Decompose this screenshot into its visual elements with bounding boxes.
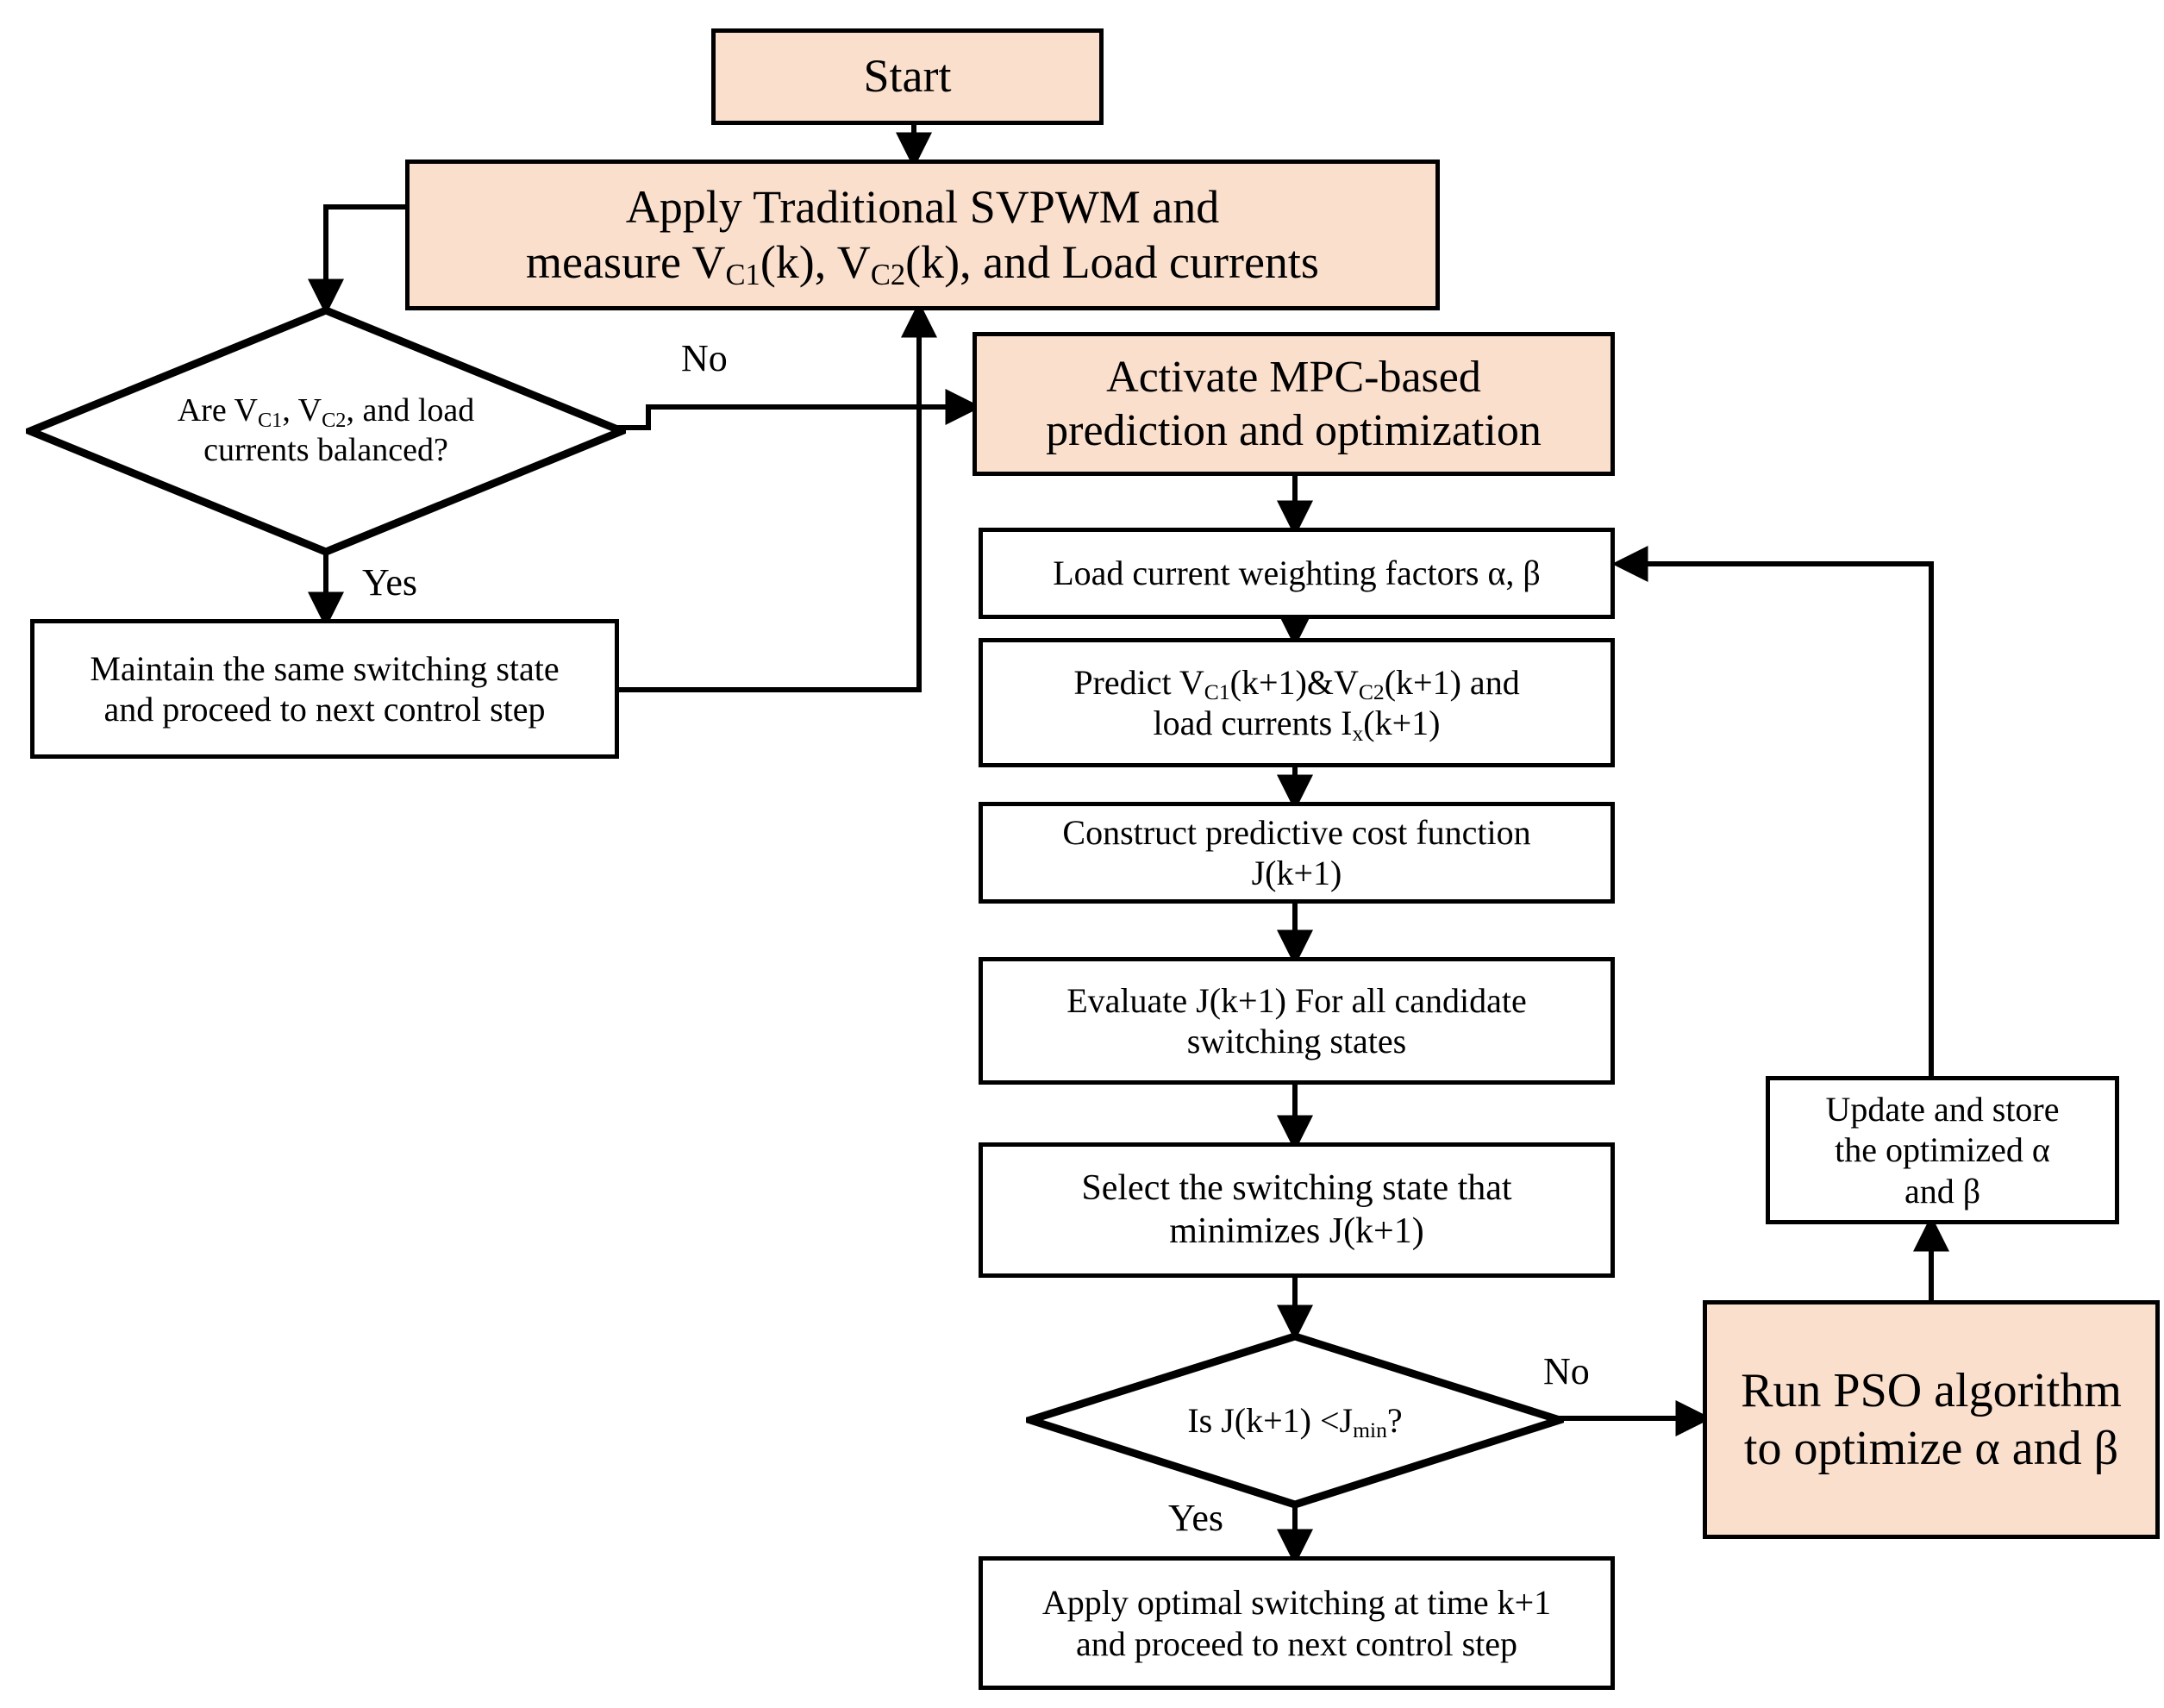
edge-label-balanced-yes: Yes (362, 561, 418, 604)
node-run-pso[interactable]: Run PSO algorithm to optimize α and β (1703, 1300, 2160, 1539)
node-update-store[interactable]: Update and store the optimized α and β (1766, 1076, 2119, 1224)
node-predict[interactable]: Predict VC1(k+1)&VC2(k+1) and load curre… (979, 638, 1615, 767)
node-predict-line1: Predict VC1(k+1)&VC2(k+1) and (1073, 662, 1520, 705)
node-construct-cost-line2: J(k+1) (1251, 854, 1342, 892)
edge-maintain-to-riser (617, 407, 922, 692)
node-evaluate-cost[interactable]: Evaluate J(k+1) For all candidate switch… (979, 957, 1615, 1085)
node-apply-optimal[interactable]: Apply optimal switching at time k+1 and … (979, 1556, 1615, 1690)
node-apply-optimal-line2: and proceed to next control step (1075, 1624, 1518, 1663)
edge-label-cost-yes: Yes (1168, 1497, 1224, 1539)
node-activate-mpc[interactable]: Activate MPC-based prediction and optimi… (973, 332, 1615, 476)
edge-update-to-weighting (1611, 546, 1934, 1085)
node-construct-cost-line1: Construct predictive cost function (1062, 812, 1531, 852)
node-cost-check-label: Is J(k+1) <Jmin? (1026, 1332, 1564, 1509)
diamond-shape-costcheck (1026, 1332, 1564, 1509)
node-predict-label: Predict VC1(k+1)&VC2(k+1) and load curre… (983, 662, 1610, 746)
node-evaluate-cost-label: Evaluate J(k+1) For all candidate switch… (983, 980, 1610, 1061)
node-update-store-label: Update and store the optimized α and β (1770, 1089, 2115, 1211)
node-activate-mpc-line1: Activate MPC-based (1106, 353, 1481, 403)
node-balanced-check-label: Are VC1, VC2, and load currents balanced… (26, 306, 626, 556)
node-run-pso-line2: to optimize α and β (1743, 1421, 2119, 1475)
node-predict-line2: load currents Ix(k+1) (1153, 704, 1441, 746)
node-select-state-label: Select the switching state that minimize… (983, 1167, 1610, 1253)
node-select-state-line2: minimizes J(k+1) (1169, 1211, 1424, 1251)
node-balanced-check[interactable]: Are VC1, VC2, and load currents balanced… (26, 306, 626, 556)
node-activate-mpc-line2: prediction and optimization (1046, 405, 1542, 455)
edge-label-balanced-no: No (681, 337, 728, 379)
node-apply-optimal-label: Apply optimal switching at time k+1 and … (983, 1582, 1610, 1663)
node-start-label: Start (863, 50, 952, 103)
node-start[interactable]: Start (711, 28, 1104, 125)
node-apply-svpwm-label: Apply Traditional SVPWM and measure VC1(… (410, 180, 1435, 292)
node-select-state-line1: Select the switching state that (1081, 1167, 1512, 1208)
node-weighting-factors[interactable]: Load current weighting factors α, β (979, 528, 1615, 619)
edge-apply-to-balanced (308, 204, 405, 316)
edge-label-cost-no: No (1543, 1350, 1590, 1392)
node-select-state[interactable]: Select the switching state that minimize… (979, 1142, 1615, 1278)
node-run-pso-label: Run PSO algorithm to optimize α and β (1707, 1362, 2155, 1476)
node-apply-svpwm-line2: measure VC1(k), VC2(k), and Load current… (526, 235, 1319, 292)
node-update-store-line2: the optimized α (1835, 1130, 2050, 1170)
diamond-shape-balanced (26, 306, 626, 556)
node-activate-mpc-label: Activate MPC-based prediction and optimi… (977, 351, 1610, 457)
edge-balanced-no-to-mpc (617, 389, 982, 430)
node-evaluate-cost-line1: Evaluate J(k+1) For all candidate (1066, 980, 1527, 1020)
node-maintain-state-line2: and proceed to next control step (103, 690, 546, 729)
node-maintain-state-line1: Maintain the same switching state (90, 648, 560, 688)
node-update-store-line1: Update and store (1825, 1090, 2060, 1129)
node-balanced-check-line1: Are VC1, VC2, and load (177, 392, 475, 432)
node-maintain-state[interactable]: Maintain the same switching state and pr… (30, 619, 619, 759)
node-cost-check-line1: Is J(k+1) <Jmin? (1187, 1400, 1403, 1443)
node-apply-svpwm[interactable]: Apply Traditional SVPWM and measure VC1(… (405, 160, 1440, 310)
node-apply-svpwm-line1: Apply Traditional SVPWM and (625, 180, 1220, 233)
node-cost-check[interactable]: Is J(k+1) <Jmin? (1026, 1332, 1564, 1509)
node-apply-optimal-line1: Apply optimal switching at time k+1 (1041, 1583, 1552, 1623)
node-construct-cost[interactable]: Construct predictive cost function J(k+1… (979, 802, 1615, 904)
node-weighting-factors-label: Load current weighting factors α, β (1053, 554, 1541, 593)
node-construct-cost-label: Construct predictive cost function J(k+1… (983, 812, 1610, 893)
node-evaluate-cost-line2: switching states (1186, 1022, 1407, 1060)
node-run-pso-line1: Run PSO algorithm (1741, 1364, 2122, 1418)
node-update-store-line3: and β (1904, 1171, 1981, 1211)
node-maintain-state-label: Maintain the same switching state and pr… (34, 648, 615, 729)
node-balanced-check-line2: currents balanced? (203, 432, 448, 468)
